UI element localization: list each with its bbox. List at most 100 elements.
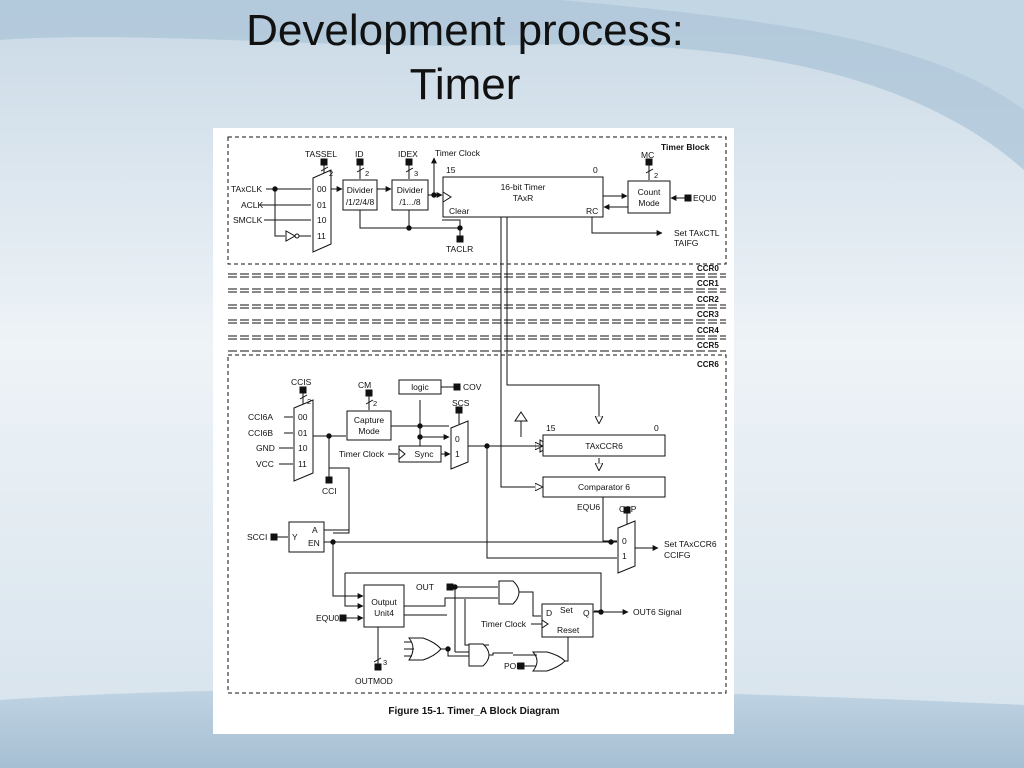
timer-block-heading: Timer Block (661, 142, 710, 152)
reg-bit-hi: 15 (546, 423, 556, 433)
and-gate-top (498, 580, 520, 605)
tassel-width: 2 (329, 169, 333, 178)
capture-mode-box (346, 410, 392, 441)
logic-label: logic (411, 382, 429, 392)
sync-label: Sync (415, 449, 435, 459)
ff-set: Set (560, 605, 573, 615)
cap-sel-1: 1 (622, 551, 627, 561)
ccr4-label: CCR4 (697, 326, 719, 335)
ccis-code-01: 01 (298, 428, 308, 438)
tassel-code-10: 10 (317, 215, 327, 225)
scs-sel-0: 0 (455, 434, 460, 444)
ccis-code-10: 10 (298, 443, 308, 453)
divider-idex-box (391, 179, 429, 211)
input-cci6b: CCI6B (248, 428, 273, 438)
input-smclk: SMCLK (233, 215, 263, 225)
top-swoosh-light (560, 0, 1024, 110)
slide-title: Development process: Timer (120, 4, 810, 112)
set-taifg-line2: TAIFG (674, 238, 698, 248)
cci-label: CCI (322, 486, 337, 496)
set-ccifg-line2: CCIFG (664, 550, 690, 560)
slide-title-line2: Timer (409, 60, 521, 109)
out-label: OUT (416, 582, 434, 592)
count-mode-line1: Count (638, 187, 661, 197)
scs-mux (450, 420, 469, 470)
tassel-code-01: 01 (317, 200, 327, 210)
latch-en: EN (308, 538, 320, 548)
ccr6-timer-clock: Timer Clock (339, 449, 385, 459)
ccis-code-00: 00 (298, 412, 308, 422)
scci-latch (288, 521, 325, 553)
ccr6-block-frame (227, 354, 727, 694)
input-cci6a: CCI6A (248, 412, 273, 422)
input-gnd: GND (256, 443, 275, 453)
output-unit-box (363, 584, 405, 628)
divider1-line2: /1/2/4/8 (346, 197, 375, 207)
slide-title-line1: Development process: (246, 6, 684, 55)
timer-block-frame (227, 136, 727, 265)
ccr6-heading: CCR6 (697, 360, 719, 369)
ccis-mux (293, 399, 314, 482)
divider2-line1: Divider (397, 185, 424, 195)
outmod-width: 3 (383, 658, 387, 667)
counter-line2: TAxR (513, 193, 534, 203)
ccr-stripes (228, 273, 726, 352)
outmod-label: OUTMOD (355, 676, 393, 686)
idex-width: 3 (414, 169, 418, 178)
and-gate-bottom (468, 643, 490, 667)
idex-label: IDEX (398, 149, 418, 159)
cap-sel-0: 0 (622, 536, 627, 546)
figure-caption: Figure 15-1. Timer_A Block Diagram (388, 706, 559, 717)
output-unit-line2: Unit4 (374, 608, 394, 618)
ccis-label: CCIS (291, 377, 312, 387)
tassel-mux (312, 169, 332, 253)
out6-signal-label: OUT6 Signal (633, 607, 682, 617)
divider2-line2: /1.../8 (399, 197, 421, 207)
or-gate-right (531, 651, 566, 672)
cm-width: 2 (373, 399, 377, 408)
input-taxclk: TAxCLK (231, 184, 262, 194)
ff-d: D (546, 608, 552, 618)
tassel-label: TASSEL (305, 149, 337, 159)
reg-bit-lo: 0 (654, 423, 659, 433)
input-vcc: VCC (256, 459, 274, 469)
set-ccifg-line1: Set TAxCCR6 (664, 539, 717, 549)
equ6-label: EQU6 (577, 502, 600, 512)
divider1-line1: Divider (347, 185, 374, 195)
input-aclk: ACLK (241, 200, 264, 210)
ccis-width: 2 (307, 397, 311, 406)
por-label: POR (504, 661, 522, 671)
comparator-6-box (542, 476, 666, 498)
count-mode-line2: Mode (638, 198, 660, 208)
cap-mux (617, 520, 636, 574)
ccr3-label: CCR3 (697, 310, 719, 319)
mc-width: 2 (654, 171, 658, 180)
ff-timer-clock: Timer Clock (481, 619, 527, 629)
output-unit-line1: Output (371, 597, 397, 607)
timer-clock-label: Timer Clock (435, 148, 481, 158)
scci-label: SCCI (247, 532, 267, 542)
ccr2-label: CCR2 (697, 295, 719, 304)
taxccr6-register (542, 434, 666, 457)
cov-label: COV (463, 382, 482, 392)
mc-label: MC (641, 150, 654, 160)
counter-bit-lo: 0 (593, 165, 598, 175)
counter-line1: 16-bit Timer (501, 182, 546, 192)
id-label: ID (355, 149, 364, 159)
ccr1-label: CCR1 (697, 279, 719, 288)
counter-clear: Clear (449, 206, 469, 216)
out-flipflop (541, 603, 594, 638)
ff-q: Q (583, 608, 590, 618)
taxccr6-label: TAxCCR6 (585, 441, 623, 451)
counter-bit-hi: 15 (446, 165, 456, 175)
capture-mode-line1: Capture (354, 415, 385, 425)
cm-label: CM (358, 380, 371, 390)
timer-a-block-diagram: Timer Block TASSEL 2 ID 2 IDEX 3 Timer C… (227, 136, 727, 717)
ccis-code-11: 11 (298, 459, 307, 469)
block-diagram-figure: Timer Block TASSEL 2 ID 2 IDEX 3 Timer C… (213, 128, 734, 734)
equ0-ccr6-label: EQU0 (316, 613, 339, 623)
ccr0-label: CCR0 (697, 264, 719, 273)
latch-a: A (312, 525, 318, 535)
ff-reset: Reset (557, 625, 580, 635)
cap-label: CAP (619, 504, 637, 514)
